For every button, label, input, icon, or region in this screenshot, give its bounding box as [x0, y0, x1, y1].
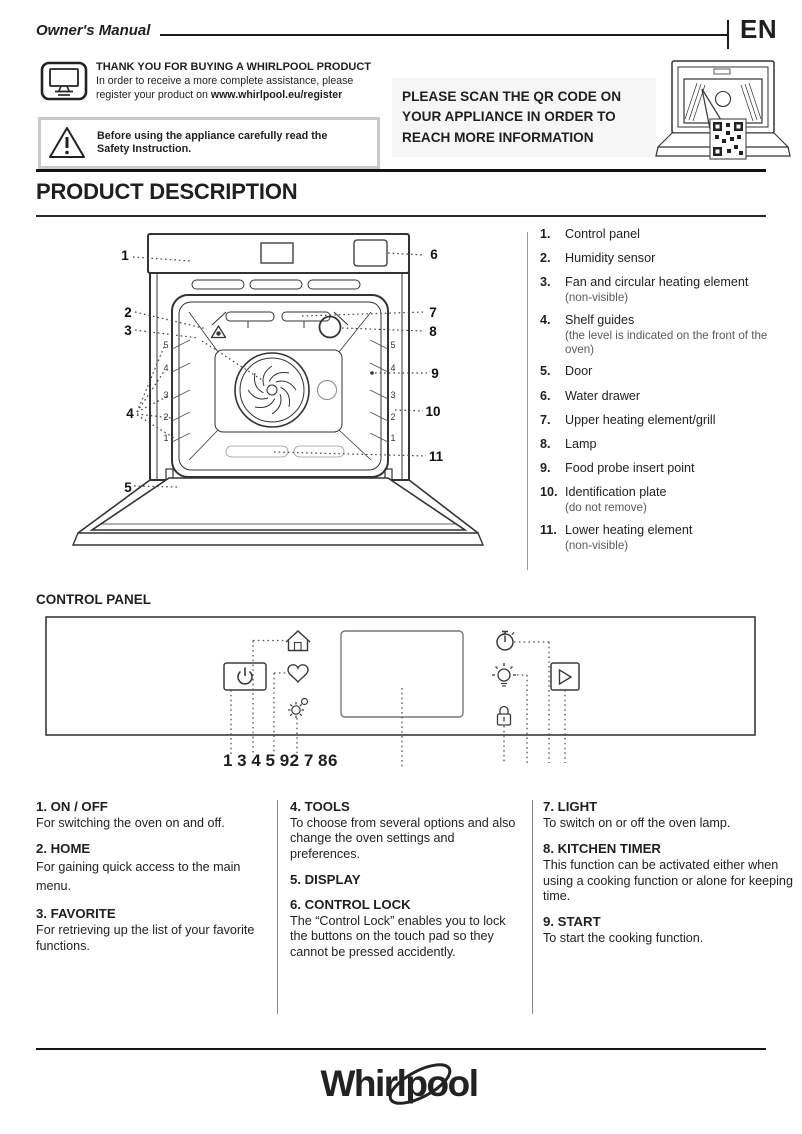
- thanks-title: THANK YOU FOR BUYING A WHIRLPOOL PRODUCT: [96, 61, 371, 73]
- section-rule-top: [36, 169, 766, 172]
- list-item: 3.Fan and circular heating element(non-v…: [540, 275, 749, 305]
- callout-6: 6: [430, 247, 438, 262]
- callout-10: 10: [425, 404, 440, 419]
- qr-code-icon: [709, 118, 747, 160]
- control-panel-title: CONTROL PANEL: [36, 592, 152, 607]
- display-screen: [340, 630, 464, 718]
- oven-diagram: 5 4 3 2 1 5 4 3 2 1: [36, 228, 516, 574]
- parts-list: 1.Control panel 2.Humidity sensor 3.Fan …: [540, 227, 796, 561]
- callout-7: 7: [429, 305, 437, 320]
- list-item: 11.Lower heating element(non-visible): [540, 522, 693, 552]
- callout-11: 11: [429, 449, 444, 464]
- figure-list-divider: [527, 232, 528, 570]
- language-code: EN: [740, 14, 778, 44]
- list-item: 6.Water drawer: [540, 388, 641, 403]
- function-entry: 5. DISPLAY: [290, 872, 361, 888]
- control-lock-icon: [496, 705, 512, 726]
- upper-heating-element: [211, 311, 349, 328]
- safety-warning-text: Before using the appliance carefully rea…: [97, 129, 328, 155]
- lamp: [318, 315, 342, 339]
- thanks-block: THANK YOU FOR BUYING A WHIRLPOOL PRODUCT…: [96, 61, 372, 103]
- callout-4: 4: [126, 406, 134, 421]
- column-divider: [532, 800, 533, 1014]
- whirlpool-logo: Whirlpool: [295, 1055, 505, 1113]
- qr-notice: PLEASE SCAN THE QR CODE ON YOUR APPLIANC…: [392, 78, 656, 158]
- diagram-display: [260, 242, 294, 264]
- list-item: 2.Humidity sensor: [540, 251, 656, 266]
- svg-text:4: 4: [390, 363, 395, 373]
- callout-5: 5: [124, 480, 132, 495]
- thanks-body-text: In order to receive a more complete assi…: [96, 75, 354, 101]
- panel-figure-label: 1 3 4 5 92 7 86: [223, 751, 338, 770]
- header-rule-end: [727, 20, 729, 49]
- header-rule: [160, 34, 728, 36]
- list-item: 4.Shelf guides(the level is indicated on…: [540, 313, 768, 356]
- callout-3: 3: [124, 323, 132, 338]
- callout-1: 1: [121, 248, 129, 263]
- callout-8: 8: [429, 324, 437, 339]
- humidity-sensor: [210, 325, 227, 339]
- svg-text:3: 3: [390, 390, 395, 400]
- callout-2: 2: [124, 305, 132, 320]
- shelf-guides: [171, 339, 389, 443]
- svg-text:4: 4: [163, 363, 168, 373]
- fan: [234, 352, 310, 428]
- list-item: 9.Food probe insert point: [540, 460, 695, 475]
- column-divider: [277, 800, 278, 1014]
- list-item: 10.Identification plate(do not remove): [540, 485, 667, 515]
- food-probe-point: [317, 380, 337, 400]
- shelf-level-labels: 5 4 3 2 1 5 4 3 2 1: [163, 340, 395, 443]
- power-icon: [223, 662, 267, 691]
- logo-swoosh: [388, 1063, 452, 1105]
- list-item: 5.Door: [540, 364, 593, 379]
- register-monitor-icon: [40, 61, 88, 103]
- svg-text:1: 1: [163, 433, 168, 443]
- section-rule-bottom: [36, 215, 766, 217]
- list-item: 7.Upper heating element/grill: [540, 412, 716, 427]
- svg-text:5: 5: [163, 340, 168, 350]
- light-icon: [492, 663, 516, 687]
- svg-text:2: 2: [390, 412, 395, 422]
- warning-triangle-icon: [49, 127, 85, 158]
- kitchen-timer-icon: [496, 630, 515, 651]
- oven-qr-illustration: [652, 57, 792, 169]
- footer-rule: [36, 1048, 766, 1050]
- register-url: www.whirlpool.eu/register: [210, 88, 343, 101]
- start-play-icon: [550, 662, 580, 691]
- panel-leaders: [230, 639, 566, 768]
- thanks-body: In order to receive a more complete assi…: [96, 75, 372, 103]
- svg-text:5: 5: [390, 340, 395, 350]
- home-icon: [285, 630, 311, 652]
- list-item: 1.Control panel: [540, 227, 640, 241]
- tools-gear-icon: [288, 697, 309, 718]
- control-panel-figure: [36, 610, 766, 775]
- page-title: PRODUCT DESCRIPTION: [36, 179, 298, 204]
- favorite-heart-icon: [287, 664, 309, 684]
- safety-warning-box: Before using the appliance carefully rea…: [38, 117, 380, 169]
- svg-text:3: 3: [163, 390, 168, 400]
- door: [71, 468, 485, 546]
- doc-title: Owner's Manual: [36, 22, 151, 39]
- svg-text:1: 1: [390, 433, 395, 443]
- callout-9: 9: [431, 366, 439, 381]
- diagram-water-drawer: [353, 239, 388, 267]
- callout-leaders: [132, 252, 427, 488]
- list-item: 8.Lamp: [540, 436, 597, 451]
